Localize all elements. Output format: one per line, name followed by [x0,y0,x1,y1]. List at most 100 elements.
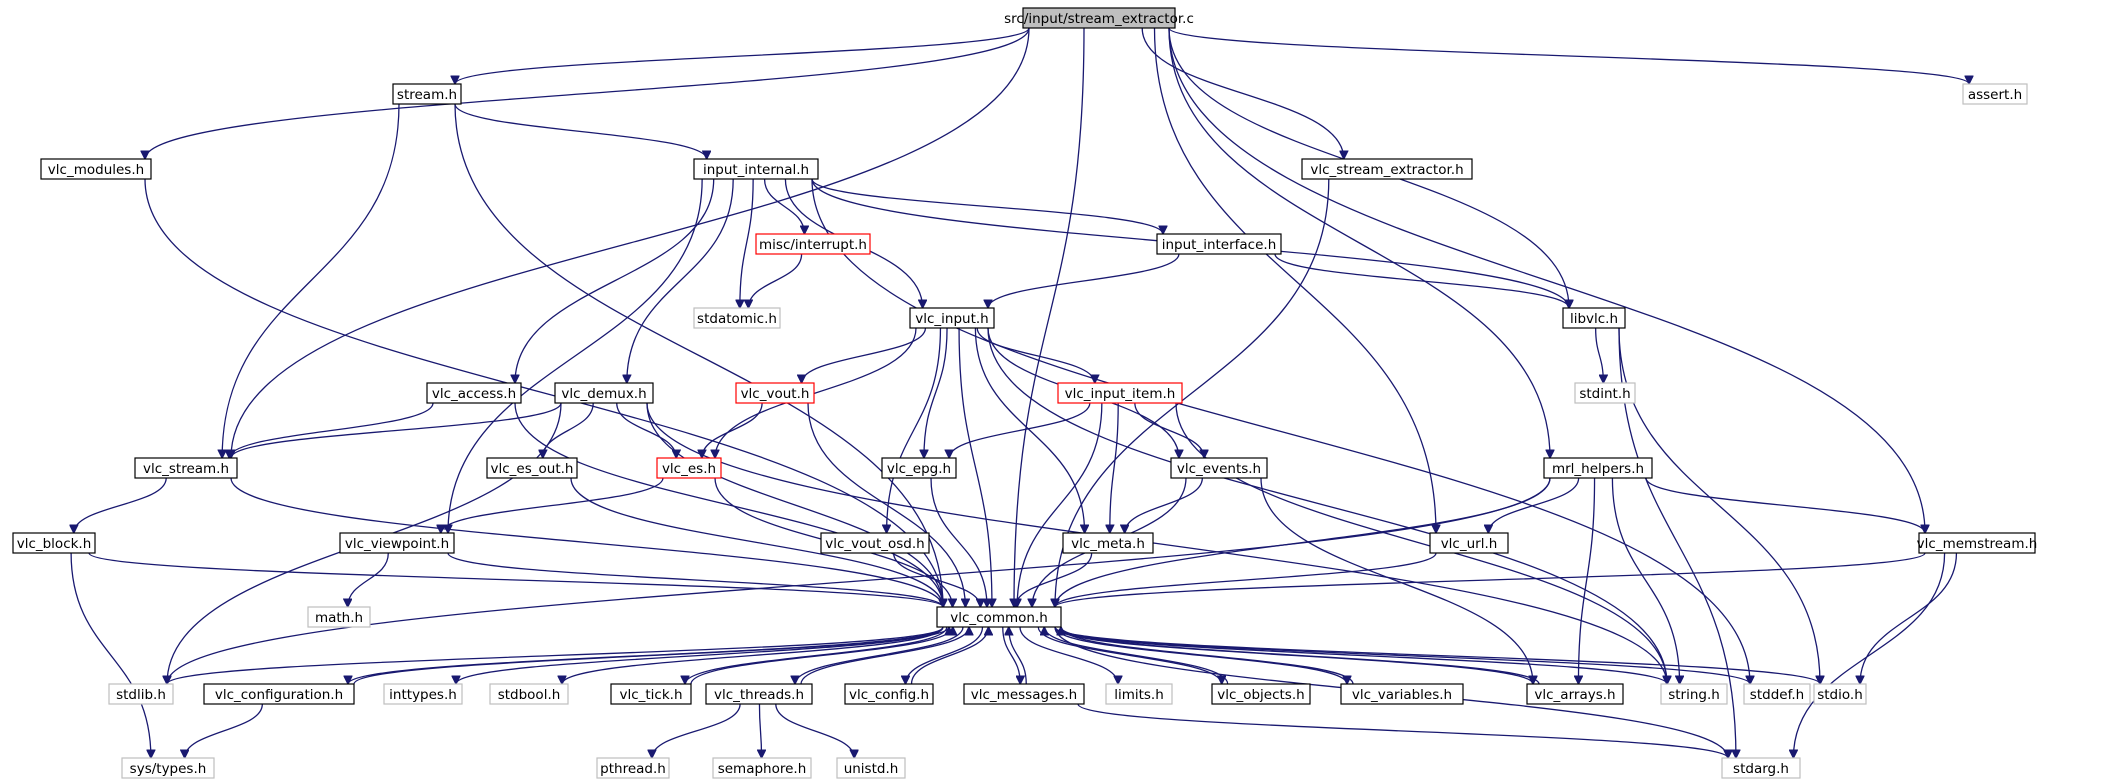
node-box-vlc-epg-h [881,457,957,479]
node-box-stdio-h [1813,683,1867,705]
node-vlc-viewpoint-h[interactable]: vlc_viewpoint.h [339,532,455,554]
node-vlc-arrays-h[interactable]: vlc_arrays.h [1526,683,1624,705]
edge-vlc-threads-h-to-pthread-h [652,703,741,758]
edge-vlc-demux-h-to-vlc-common-h [646,402,943,607]
edge-input-internal-h-to-misc-interrupt-h [763,178,805,234]
node-vlc-modules-h[interactable]: vlc_modules.h [40,158,152,180]
edge-vlc-vout-h-to-vlc-common-h [807,402,965,607]
node-box-input-internal-h [693,158,819,180]
node-box-libvlc-h [1562,307,1626,329]
node-label-vlc-messages-h: vlc_messages.h [971,687,1077,703]
node-label-mrl-helpers-h: mrl_helpers.h [1552,461,1644,477]
edge-vlc-common-h-to-stdlib-h [167,626,944,684]
node-box-stdbool-h [489,683,569,705]
node-label-inttypes-h: inttypes.h [389,687,457,703]
node-label-vlc-stream-extractor-h: vlc_stream_extractor.h [1310,162,1463,178]
edge-vlc-variables-h-to-vlc-common-h [1061,627,1354,685]
node-vlc-stream-extractor-h[interactable]: vlc_stream_extractor.h [1301,158,1473,180]
edge-vlc-stream-extractor-h-to-vlc-common-h [1055,178,1330,607]
node-label-vlc-access-h: vlc_access.h [432,386,516,402]
node-vlc-messages-h[interactable]: vlc_messages.h [963,683,1085,705]
edge-vlc-input-h-to-vlc-es-h [715,327,917,458]
node-label-vlc-viewpoint-h: vlc_viewpoint.h [345,536,449,552]
node-vlc-variables-h[interactable]: vlc_variables.h [1340,683,1464,705]
node-box-stdarg-h [1721,757,1801,779]
node-box-stream-h [392,83,462,105]
node-vlc-url-h[interactable]: vlc_url.h [1429,532,1509,554]
edge-vlc-input-h-to-vlc-common-h [958,327,992,607]
node-vlc-epg-h[interactable]: vlc_epg.h [881,457,957,479]
edge-input-interface-h-to-libvlc-h [1274,253,1569,308]
edge-vlc-threads-h-to-unistd-h [775,703,854,758]
node-vlc-input-h[interactable]: vlc_input.h [909,307,995,329]
node-assert-h: assert.h [1962,83,2028,105]
edge-vlc-memstream-h-to-stdarg-h [1793,552,1946,758]
edge-vlc-vout-osd-h-to-vlc-common-h [892,552,981,607]
node-vlc-es-out-h[interactable]: vlc_es_out.h [486,457,578,479]
node-input-interface-h[interactable]: input_interface.h [1156,233,1282,255]
edge-vlc-configuration-h-to-sys-types-h [185,703,263,758]
edge-input-internal-h-to-vlc-access-h [515,178,715,383]
edge-vlc-demux-h-to-string-h [646,402,1667,684]
edge-mrl-helpers-h-to-vlc-url-h [1488,477,1580,533]
node-vlc-es-h[interactable]: vlc_es.h [656,457,722,479]
node-mrl-helpers-h[interactable]: mrl_helpers.h [1543,457,1653,479]
edge-vlc-common-h-to-vlc-threads-h [795,626,964,684]
node-input-internal-h[interactable]: input_internal.h [693,158,819,180]
edge-vlc-access-h-to-vlc-common-h [514,402,943,607]
node-vlc-tick-h[interactable]: vlc_tick.h [610,683,692,705]
node-libvlc-h[interactable]: libvlc.h [1562,307,1626,329]
node-box-vlc-block-h [12,532,96,554]
node-vlc-objects-h[interactable]: vlc_objects.h [1211,683,1311,705]
node-box-string-h [1660,683,1728,705]
edge-vlc-messages-h-to-stdarg-h [1077,703,1728,759]
node-vlc-config-h[interactable]: vlc_config.h [844,683,934,705]
node-vlc-memstream-h[interactable]: vlc_memstream.h [1917,532,2038,554]
edge-vlc-input-item-h-to-vlc-epg-h [949,402,1091,458]
node-vlc-vout-osd-h[interactable]: vlc_vout_osd.h [820,532,930,554]
node-vlc-events-h[interactable]: vlc_events.h [1170,457,1268,479]
node-box-vlc-input-item-h [1057,382,1183,404]
node-vlc-block-h[interactable]: vlc_block.h [12,532,96,554]
node-vlc-vout-h[interactable]: vlc_vout.h [735,382,815,404]
node-box-vlc-es-out-h [486,457,578,479]
node-vlc-configuration-h[interactable]: vlc_configuration.h [203,683,355,705]
node-stream-h[interactable]: stream.h [392,83,462,105]
node-label-vlc-common-h: vlc_common.h [950,610,1048,626]
edge-vlc-input-h-to-string-h [987,327,1667,684]
edge-vlc-memstream-h-to-stdio-h [1860,552,1958,684]
edge-stream-extractor-c-to-vlc-url-h [1153,27,1437,533]
edge-mrl-helpers-h-to-vlc-memstream-h [1645,477,1925,533]
node-box-vlc-arrays-h [1526,683,1624,705]
edge-vlc-input-h-to-vlc-input-item-h [976,327,1095,383]
node-vlc-meta-h[interactable]: vlc_meta.h [1062,532,1154,554]
node-box-assert-h [1962,83,2028,105]
node-box-stdatomic-h [693,307,781,329]
edge-input-internal-h-to-stddef-h [811,178,1750,684]
edge-vlc-input-item-h-to-vlc-events-h [1134,402,1204,458]
node-box-vlc-url-h [1429,532,1509,554]
node-label-vlc-es-h: vlc_es.h [662,461,716,477]
node-stdbool-h: stdbool.h [489,683,569,705]
node-label-vlc-vout-osd-h: vlc_vout_osd.h [825,536,924,552]
edge-vlc-meta-h-to-vlc-common-h [1015,552,1093,607]
edge-libvlc-h-to-stdarg-h [1618,327,1736,758]
edge-vlc-input-item-h-to-string-h [1175,402,1667,684]
node-vlc-demux-h[interactable]: vlc_demux.h [554,382,654,404]
node-stdint-h: stdint.h [1574,382,1636,404]
node-vlc-input-item-h[interactable]: vlc_input_item.h [1057,382,1183,404]
edge-input-internal-h-to-vlc-viewpoint-h [448,178,703,533]
node-vlc-access-h[interactable]: vlc_access.h [426,382,522,404]
edge-vlc-common-h-to-vlc-objects-h [1037,626,1221,684]
node-label-vlc-input-h: vlc_input.h [915,311,989,327]
edge-stream-h-to-vlc-stream-h [222,103,400,458]
node-stream-extractor-c: src/input/stream_extractor.c [1004,7,1194,29]
edge-vlc-modules-h-to-vlc-common-h [144,178,943,607]
node-vlc-stream-h[interactable]: vlc_stream.h [134,457,238,479]
node-misc-interrupt-h[interactable]: misc/interrupt.h [755,233,871,255]
edge-vlc-events-h-to-vlc-arrays-h [1260,477,1533,684]
node-box-vlc-threads-h [705,683,813,705]
node-vlc-threads-h[interactable]: vlc_threads.h [705,683,813,705]
node-box-stream-extractor-c [1022,7,1176,29]
node-vlc-common-h[interactable]: vlc_common.h [936,606,1062,628]
